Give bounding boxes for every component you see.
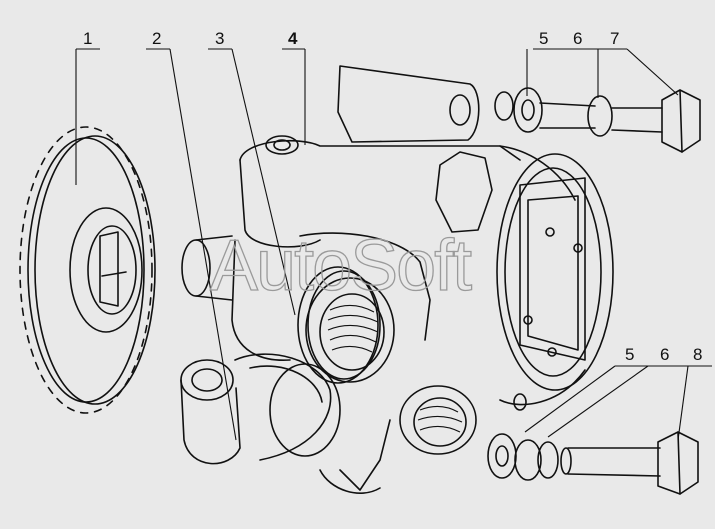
leader-lines — [75, 48, 712, 441]
pump-body — [181, 65, 614, 494]
callout-5-top: 5 — [539, 29, 548, 48]
callout-3: 3 — [215, 29, 224, 48]
upper-bolt-set — [494, 87, 701, 153]
callout-1: 1 — [83, 29, 92, 48]
drive-gear — [19, 126, 156, 414]
o-ring — [297, 266, 381, 384]
callout-8: 8 — [693, 345, 702, 364]
callout-6-bottom: 6 — [660, 345, 669, 364]
watermark: AutoSoft — [210, 226, 472, 306]
callout-7: 7 — [610, 29, 619, 48]
lower-bolt-set — [487, 431, 699, 495]
callout-5-bottom: 5 — [625, 345, 634, 364]
callout-4: 4 — [288, 29, 298, 48]
callout-labels: 1 2 3 4 5 6 7 5 6 8 — [83, 29, 702, 364]
callout-2: 2 — [152, 29, 161, 48]
outlet-fitting — [180, 353, 341, 465]
callout-6-top: 6 — [573, 29, 582, 48]
